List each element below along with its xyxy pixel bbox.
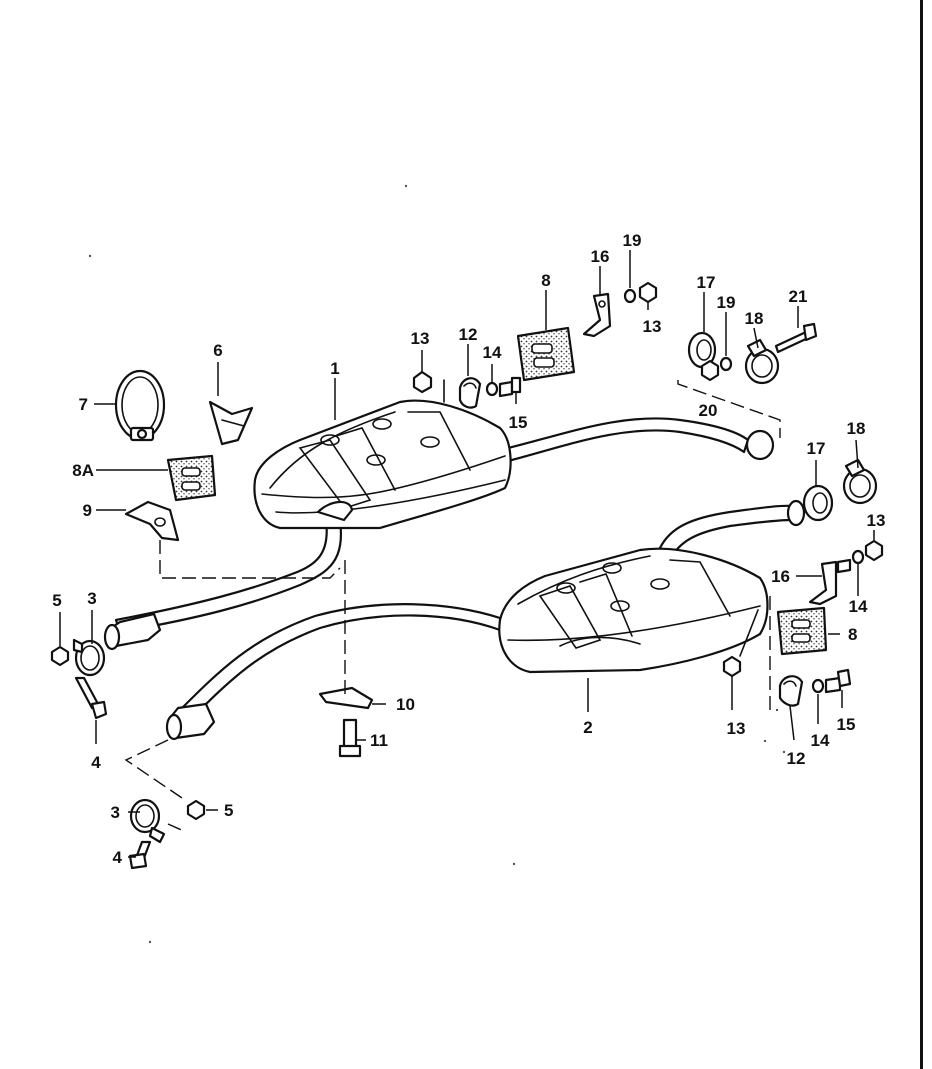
callout-14-lower: 14 xyxy=(811,731,830,750)
callout-6: 6 xyxy=(213,341,222,360)
assembly-line-clamp xyxy=(124,739,186,801)
callout-1: 1 xyxy=(330,359,339,378)
callout-13-top-right: 13 xyxy=(643,317,662,336)
callout-5-lower: 5 xyxy=(224,801,233,820)
hanger-strap-10 xyxy=(318,686,374,710)
clamp-bolt-lower xyxy=(128,840,152,870)
scan-speck xyxy=(148,940,152,944)
exhaust-clamp-ring xyxy=(114,369,166,442)
washer-14-lower xyxy=(811,678,825,694)
grommet-17-right xyxy=(802,484,834,522)
scan-speck xyxy=(782,750,786,754)
scan-speck xyxy=(763,739,767,743)
clamp-nut-lower xyxy=(186,799,206,821)
callout-13-right: 13 xyxy=(867,511,886,530)
callout-17-top: 17 xyxy=(697,273,716,292)
nut-13-top-left xyxy=(412,370,433,394)
mount-bracket-9 xyxy=(124,500,180,542)
callout-13-top-left: 13 xyxy=(411,329,430,348)
callout-20: 20 xyxy=(699,401,718,420)
rear-pipe-lower xyxy=(658,499,806,558)
rear-muffler xyxy=(498,547,769,674)
nut-13-top-right xyxy=(638,281,658,304)
bolt-21 xyxy=(774,322,818,354)
callout-19-top: 19 xyxy=(623,231,642,250)
callout-3-lower: 3 xyxy=(111,803,120,822)
bolt-15-top xyxy=(498,376,522,398)
callout-18-right: 18 xyxy=(847,419,866,438)
front-intake-pipe-upper xyxy=(103,518,343,651)
callout-12-lower: 12 xyxy=(787,749,806,768)
heat-shield-bracket xyxy=(208,400,254,446)
front-intake-pipe-lower xyxy=(165,603,502,741)
callout-9: 9 xyxy=(83,501,92,520)
hose-clamp-18-top xyxy=(744,338,780,385)
leader-connector xyxy=(443,379,759,657)
callout-17-right: 17 xyxy=(807,439,826,458)
bracket-12-lower xyxy=(778,675,804,707)
clamp-bolt-upper xyxy=(74,676,108,720)
callout-13-lower: 13 xyxy=(727,719,746,738)
callout-10: 10 xyxy=(396,695,415,714)
callout-2: 2 xyxy=(583,718,592,737)
callout-11: 11 xyxy=(370,731,388,750)
nut-13-lower xyxy=(722,655,742,678)
nut-13-right xyxy=(864,539,884,562)
assembly-line-rear xyxy=(677,380,781,438)
callout-14-right: 14 xyxy=(849,597,868,616)
callout-4-upper: 4 xyxy=(91,753,101,772)
pipe-clamp-upper xyxy=(72,638,106,677)
callout-12-top: 12 xyxy=(459,325,478,344)
callout-16-right: 16 xyxy=(771,567,790,586)
callout-21: 21 xyxy=(789,287,808,306)
callout-8A: 8A xyxy=(72,461,94,480)
scan-speck xyxy=(512,862,516,866)
washer-14-top xyxy=(485,381,499,397)
callout-15-top: 15 xyxy=(509,413,528,432)
callout-15-lower: 15 xyxy=(837,715,856,734)
hanger-bolt-11 xyxy=(338,718,362,758)
scan-speck xyxy=(88,254,92,258)
nut-20 xyxy=(700,359,720,382)
scan-speck xyxy=(404,184,408,188)
clamp-nut-upper xyxy=(50,645,70,667)
callout-16-top: 16 xyxy=(591,247,610,266)
assembly-line-clamp-nut xyxy=(167,823,187,833)
washer-14-right xyxy=(851,549,865,565)
rear-pipe-upper xyxy=(498,417,775,464)
assembly-line-bracket xyxy=(159,540,341,579)
bracket-12-top xyxy=(458,377,482,409)
pipe-clamp-lower xyxy=(129,798,166,844)
callout-7: 7 xyxy=(79,395,88,414)
assembly-line-lower-bracket xyxy=(769,596,778,711)
callout-4-lower: 4 xyxy=(113,848,123,867)
front-muffler xyxy=(253,399,512,530)
bolt-15-lower xyxy=(824,668,852,694)
bracket-16-right xyxy=(808,558,852,606)
leader-lines xyxy=(59,250,875,858)
callout-8-right: 8 xyxy=(848,625,857,644)
washer-19-top xyxy=(623,288,637,304)
rubber-mount-8A xyxy=(166,454,217,502)
hose-clamp-18-right xyxy=(842,458,878,505)
callout-19-right: 19 xyxy=(717,293,736,312)
washer-19-right xyxy=(719,356,733,372)
callout-14-top: 14 xyxy=(483,343,502,362)
callout-3-upper: 3 xyxy=(87,589,96,608)
callout-18-top: 18 xyxy=(745,309,764,328)
callout-8-top: 8 xyxy=(541,271,550,290)
callout-5-upper: 5 xyxy=(52,591,61,610)
grommet-17-top xyxy=(687,331,717,369)
page-edge-rule xyxy=(920,0,923,1069)
rubber-mount-8-top xyxy=(516,326,576,382)
bracket-16-top xyxy=(582,292,612,338)
rubber-mount-8-right xyxy=(776,606,828,656)
